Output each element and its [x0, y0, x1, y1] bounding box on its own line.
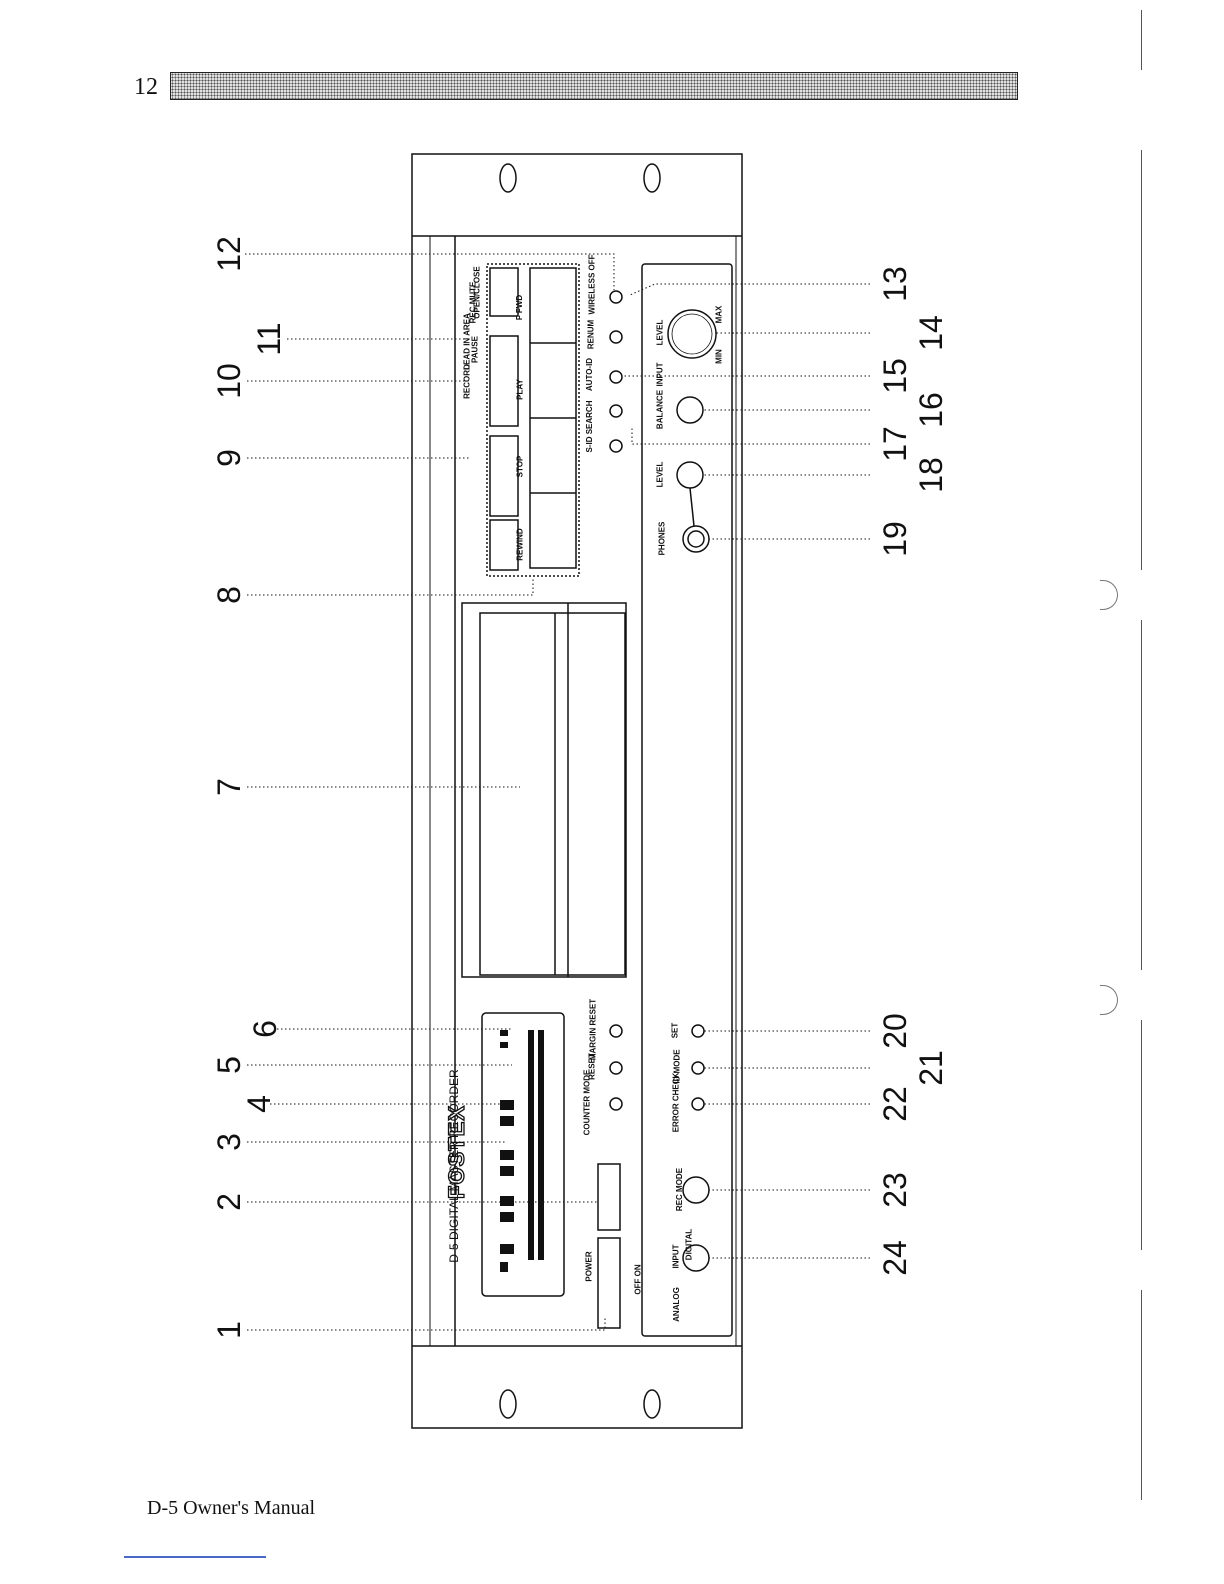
label-f-fwd: F FWD [515, 294, 524, 321]
rack-hole [499, 1389, 517, 1419]
label-max: MAX [714, 305, 724, 324]
label-min: MIN [714, 349, 724, 364]
callout-17: 17 [877, 426, 913, 462]
margin-rule [1141, 150, 1142, 570]
leader-1 [247, 1318, 606, 1331]
rack-hole [499, 163, 517, 193]
label-error-check: ERROR CHECK [671, 1072, 681, 1133]
label-power-states: OFF ON [633, 1264, 643, 1295]
label-margin-reset: MARGIN RESET [588, 998, 598, 1061]
leader-17 [631, 426, 870, 445]
label-balance: BALANCE [655, 389, 665, 430]
footer-line [124, 1556, 266, 1558]
leader-12 [245, 253, 615, 290]
callout-15: 15 [877, 358, 913, 394]
callout-13: 13 [877, 266, 913, 302]
callout-9: 9 [211, 449, 247, 467]
callout-23: 23 [877, 1172, 913, 1208]
label-input-select: INPUT [671, 1244, 681, 1269]
margin-rule [1141, 1290, 1142, 1500]
margin-rule [1141, 1020, 1142, 1250]
model-name: D-5 DIGITAL MASTER RECORDER [447, 1069, 461, 1263]
callout-6: 6 [247, 1020, 283, 1038]
callout-19: 19 [877, 521, 913, 557]
transport-block [486, 263, 580, 577]
input-level-knob [667, 309, 717, 359]
label-play: PLAY [515, 379, 525, 400]
label-rec-mute: REC MUTE [468, 281, 478, 324]
footer-title: D-5 Owner's Manual [147, 1497, 316, 1519]
margin-rule [1141, 10, 1142, 70]
callout-5: 5 [211, 1056, 247, 1074]
label-digital: DIGITAL [684, 1228, 694, 1261]
phones-jack [682, 525, 710, 553]
callout-7: 7 [211, 778, 247, 796]
rack-hole [643, 163, 661, 193]
rec-mode-knob [682, 1176, 710, 1204]
label-analog: ANALOG [672, 1287, 681, 1322]
callout-20: 20 [877, 1013, 913, 1049]
label-rec-mode: REC MODE [675, 1167, 684, 1212]
sub-panel [641, 263, 733, 1337]
callout-16: 16 [913, 392, 949, 428]
header-bar [170, 72, 1018, 100]
cassette-slot [461, 602, 627, 978]
callout-14: 14 [913, 315, 949, 351]
label-phones-level: LEVEL [655, 461, 665, 488]
label-stop: STOP [515, 455, 525, 478]
label-level: LEVEL [655, 319, 665, 346]
rack-hole [643, 1389, 661, 1419]
label-rewind: REWIND [515, 528, 525, 561]
balance-knob [676, 396, 704, 424]
callout-10: 10 [211, 363, 247, 399]
margin-rule [1141, 620, 1142, 970]
display-segments [500, 1030, 544, 1272]
callout-1: 1 [211, 1321, 247, 1339]
callout-18: 18 [913, 457, 949, 493]
label-power: POWER [584, 1251, 594, 1282]
callout-21: 21 [913, 1050, 949, 1086]
callout-12: 12 [211, 236, 247, 272]
callout-24: 24 [877, 1240, 913, 1276]
phones-level-knob [676, 461, 704, 489]
display-window [481, 1012, 565, 1297]
callout-22: 22 [877, 1086, 913, 1122]
callout-11: 11 [251, 322, 287, 356]
leader-13 [629, 283, 870, 296]
leader-8 [247, 578, 534, 596]
label-search: S-ID SEARCH [585, 400, 594, 453]
page-number: 12 [134, 74, 158, 100]
rack-outline [411, 153, 743, 1429]
callout-2: 2 [211, 1193, 247, 1211]
label-phones: PHONES [657, 521, 667, 556]
callout-8: 8 [211, 586, 247, 604]
power-switch [597, 1237, 621, 1329]
